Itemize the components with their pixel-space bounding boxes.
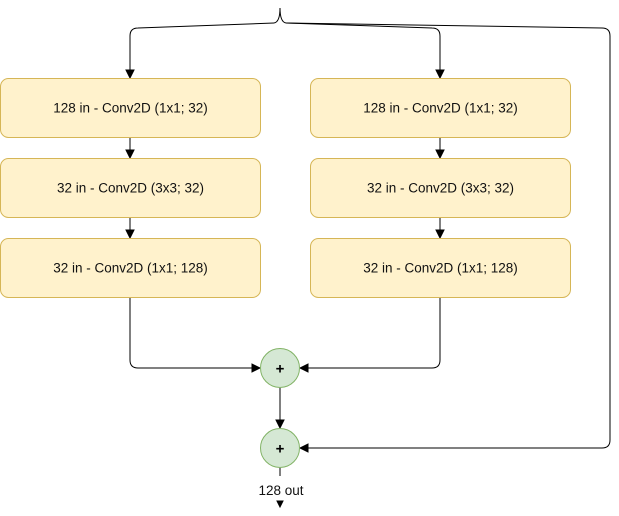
arrow-into-left-layer-1 [125, 69, 135, 80]
left-layer-2: 32 in - Conv2D (3x3; 32) [0, 158, 261, 218]
split-to-left-connector [129, 22, 275, 70]
right-layer-2: 32 in - Conv2D (3x3; 32) [310, 158, 571, 218]
arrow-into-right-layer-3 [435, 229, 445, 240]
left-layer-1-box [0, 78, 261, 138]
right-layer-3-label: 32 in - Conv2D (1x1; 128) [363, 261, 518, 276]
left-branch: 128 in - Conv2D (1x1; 32) 32 in - Conv2D… [0, 78, 261, 298]
output-arrowhead [276, 500, 284, 509]
arrow-into-residual-adder-top [275, 419, 285, 430]
merge-adder-circle [260, 348, 300, 388]
skip-connection [285, 22, 611, 449]
right-layer-1-box [310, 78, 571, 138]
left-layer-3-label: 32 in - Conv2D (1x1; 128) [53, 261, 208, 276]
arrow-into-left-layer-3 [125, 229, 135, 240]
connectors [125, 7, 611, 509]
left-to-merge-connector [129, 298, 252, 369]
residual-adder: + [260, 428, 300, 468]
arrow-into-right-layer-2 [435, 149, 445, 160]
arrow-into-merge-adder-right [298, 363, 309, 373]
right-layer-3: 32 in - Conv2D (1x1; 128) [310, 238, 571, 298]
right-branch: 128 in - Conv2D (1x1; 32) 32 in - Conv2D… [310, 78, 571, 298]
left-layer-1-label: 128 in - Conv2D (1x1; 32) [53, 101, 208, 116]
left-layer-2-label: 32 in - Conv2D (3x3; 32) [57, 181, 204, 196]
right-layer-2-box [310, 158, 571, 218]
output-label: 128 out [258, 483, 303, 498]
arrow-into-left-layer-2 [125, 149, 135, 160]
left-layer-1: 128 in - Conv2D (1x1; 32) [0, 78, 261, 138]
right-layer-1: 128 in - Conv2D (1x1; 32) [310, 78, 571, 138]
merge-adder: + [260, 348, 300, 388]
residual-adder-plus-icon: + [276, 441, 285, 458]
left-layer-2-box [0, 158, 261, 218]
arrow-into-residual-adder [298, 443, 309, 453]
merge-adder-plus-icon: + [276, 361, 285, 378]
right-layer-3-box [310, 238, 571, 298]
right-layer-1-label: 128 in - Conv2D (1x1; 32) [363, 101, 518, 116]
arrow-into-merge-adder-left [251, 363, 262, 373]
left-layer-3: 32 in - Conv2D (1x1; 128) [0, 238, 261, 298]
right-layer-2-label: 32 in - Conv2D (3x3; 32) [367, 181, 514, 196]
arrow-into-right-layer-1 [435, 69, 445, 80]
right-to-merge-connector [308, 298, 441, 369]
residual-adder-circle [260, 428, 300, 468]
left-layer-3-box [0, 238, 261, 298]
split-to-right-connector [285, 22, 441, 70]
input-brace [273, 7, 287, 24]
